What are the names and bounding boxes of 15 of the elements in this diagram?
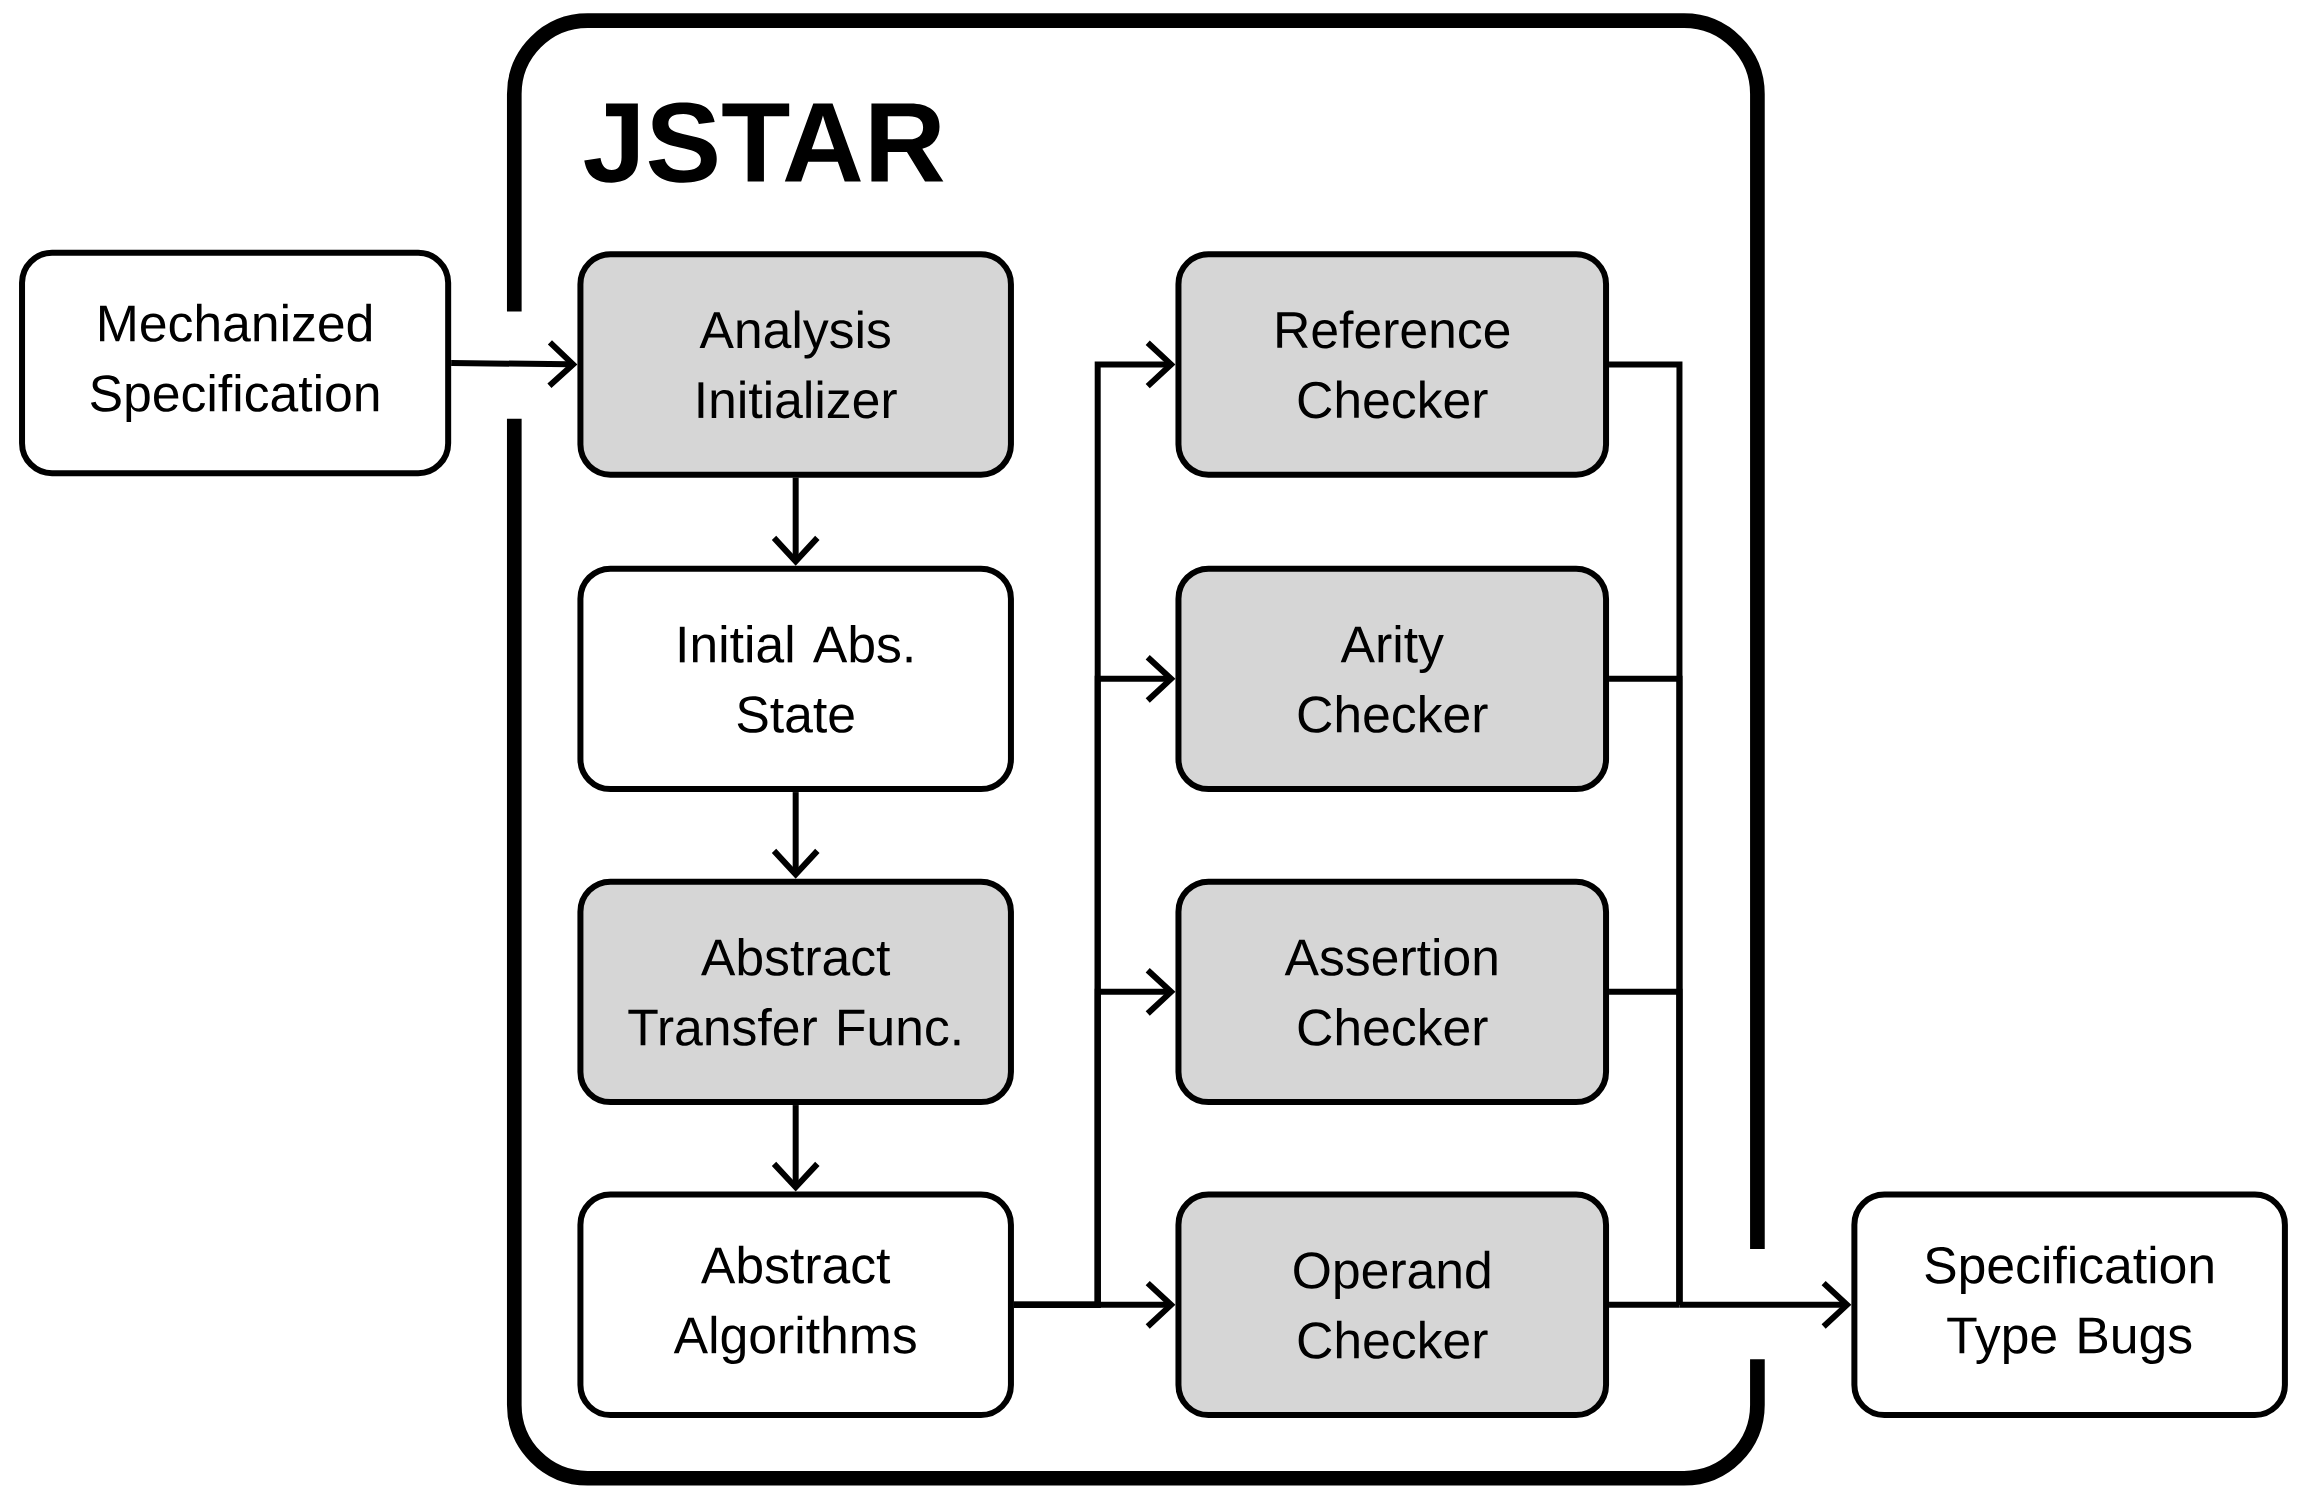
process-box: Reference Checker <box>1175 251 1610 478</box>
connector-line <box>1609 988 1683 1305</box>
process-box: Arity Checker <box>1175 565 1610 793</box>
process-box: Assertion Checker <box>1175 878 1610 1106</box>
arrow <box>1679 1281 1852 1329</box>
process-box: Analysis Initializer <box>577 251 1014 478</box>
process-box: Operand Checker <box>1175 1191 1610 1419</box>
connector-line <box>1609 1301 1680 1308</box>
process-box: Specification Type Bugs <box>1851 1191 2288 1419</box>
arrow <box>1013 1281 1176 1329</box>
process-box: Abstract Algorithms <box>577 1191 1014 1419</box>
process-box: Mechanized Specification <box>19 249 452 477</box>
process-box: Abstract Transfer Func. <box>577 878 1014 1106</box>
arrow <box>451 340 578 388</box>
process-box: Initial Abs. State <box>577 565 1014 793</box>
